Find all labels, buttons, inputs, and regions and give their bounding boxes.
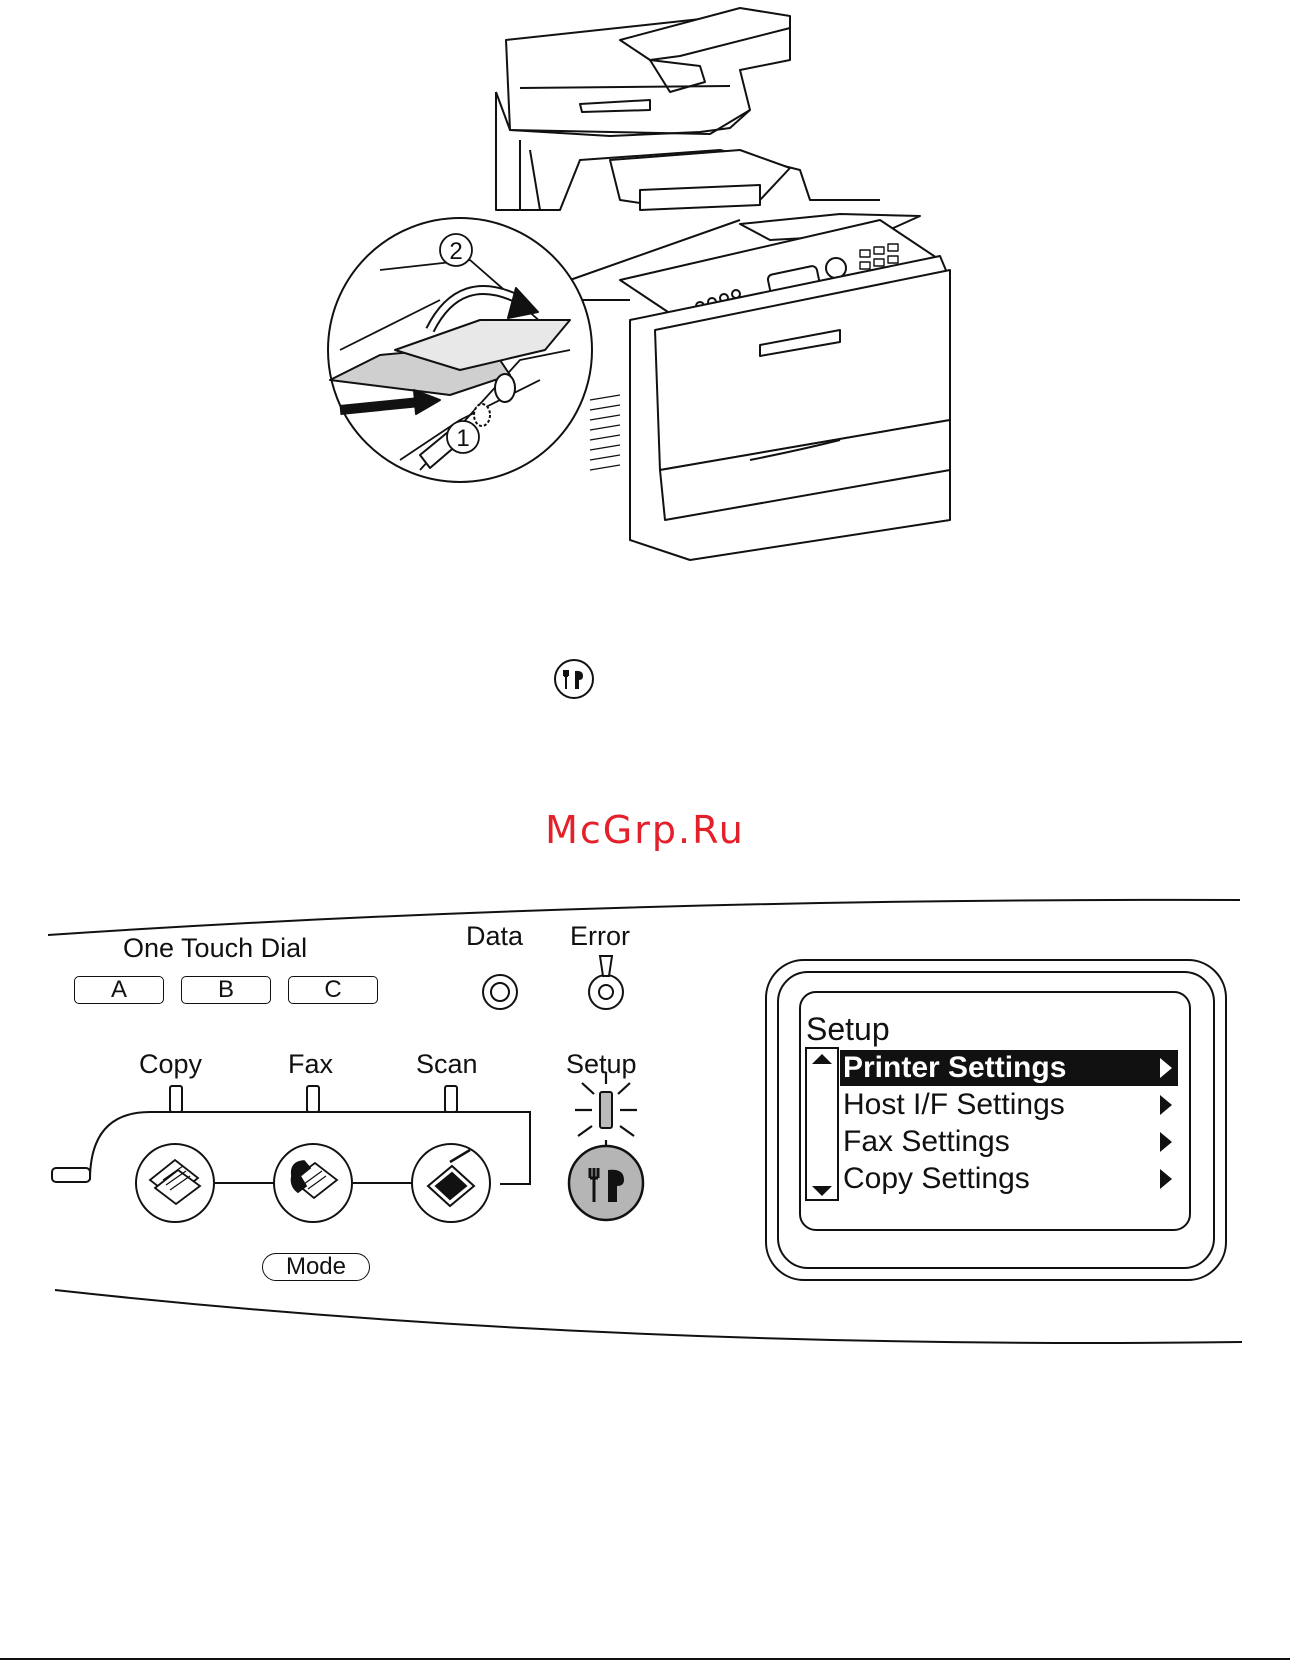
data-led-label: Data xyxy=(466,921,523,952)
svg-text:2: 2 xyxy=(449,238,462,265)
lcd-menu-item-label: Fax Settings xyxy=(840,1125,1010,1158)
fax-mode-label: Fax xyxy=(288,1049,333,1080)
lcd-title: Setup xyxy=(806,1011,890,1048)
copy-mode-button[interactable] xyxy=(136,1144,214,1222)
page-footer-rule xyxy=(0,1658,1290,1660)
error-led-label: Error xyxy=(570,921,630,952)
chevron-right-icon xyxy=(1160,1132,1172,1152)
lcd-menu-item-copy-settings[interactable]: Copy Settings xyxy=(840,1161,1178,1197)
scan-mode-button[interactable] xyxy=(412,1144,490,1222)
scroll-down-icon[interactable] xyxy=(806,1178,838,1200)
chevron-right-icon xyxy=(1160,1169,1172,1189)
setup-button[interactable] xyxy=(569,1146,643,1220)
one-touch-dial-label: One Touch Dial xyxy=(123,933,307,964)
svg-text:1: 1 xyxy=(456,425,469,452)
step-one-marker: 1 xyxy=(447,421,479,453)
dial-key-a[interactable]: A xyxy=(74,976,164,1004)
dial-key-c[interactable]: C xyxy=(288,976,378,1004)
lcd-menu-item-host-if-settings[interactable]: Host I/F Settings xyxy=(840,1087,1178,1123)
fax-mode-button[interactable] xyxy=(274,1144,352,1222)
watermark: McGrp.Ru xyxy=(0,808,1290,852)
setup-wrench-icon xyxy=(553,658,595,700)
scan-mode-label: Scan xyxy=(416,1049,478,1080)
step-two-marker: 2 xyxy=(440,234,472,266)
lcd-menu-item-fax-settings[interactable]: Fax Settings xyxy=(840,1124,1178,1160)
lcd-menu-item-label: Copy Settings xyxy=(840,1162,1030,1195)
lcd-menu-item-label: Host I/F Settings xyxy=(840,1088,1065,1121)
mode-key[interactable]: Mode xyxy=(262,1253,370,1281)
copy-mode-label: Copy xyxy=(139,1049,202,1080)
lcd-menu-item-label: Printer Settings xyxy=(840,1051,1066,1084)
chevron-right-icon xyxy=(1160,1058,1172,1078)
lcd-menu-item-printer-settings[interactable]: Printer Settings xyxy=(840,1050,1178,1086)
setup-mode-label: Setup xyxy=(566,1049,637,1080)
dial-key-b[interactable]: B xyxy=(181,976,271,1004)
printer-illustration: 2 1 xyxy=(320,0,970,570)
chevron-right-icon xyxy=(1160,1095,1172,1115)
scroll-up-icon[interactable] xyxy=(806,1048,838,1070)
